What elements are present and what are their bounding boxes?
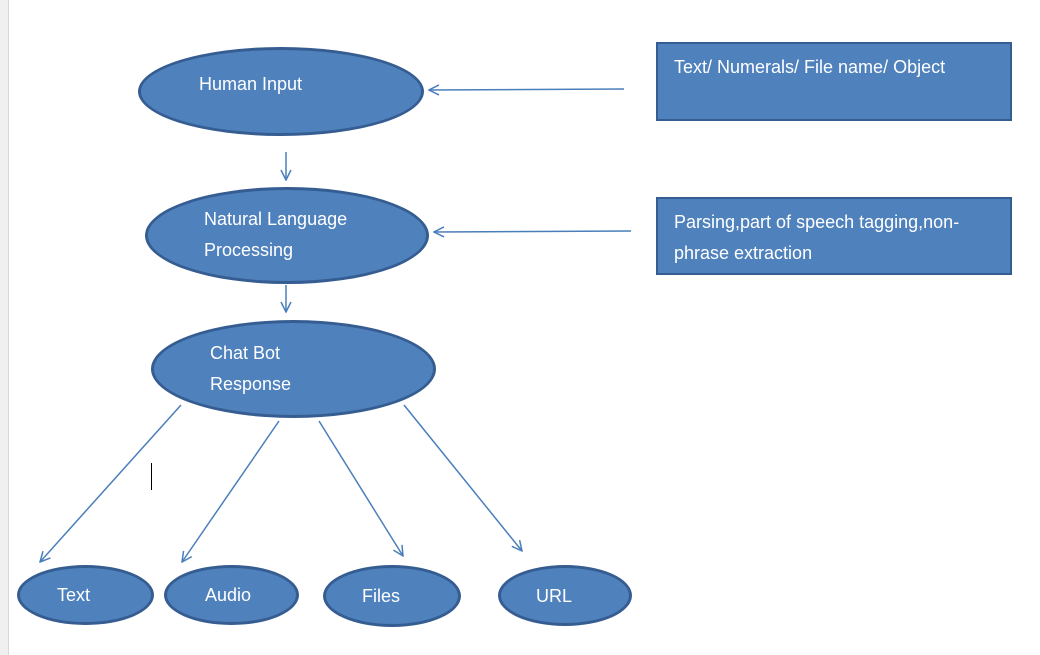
arrow-chatbot-to-files (318, 420, 403, 556)
human-input-label: Human Input (199, 74, 303, 94)
files-label: Files (362, 586, 401, 606)
nlp-steps-line1: Parsing,part of speech tagging,non- (674, 212, 960, 232)
text-label: Text (57, 585, 91, 605)
audio-label: Audio (205, 585, 252, 605)
url-label: URL (536, 586, 573, 606)
nlp-label-line2: Processing (204, 240, 294, 260)
arrow-chatbot-to-text (40, 404, 182, 562)
arrow-chatbot-to-url (403, 404, 522, 551)
chatbot-label-line2: Response (210, 374, 292, 394)
arrow-input-types-to-human-input (429, 89, 625, 90)
input-types-text: Text/ Numerals/ File name/ Object (674, 57, 946, 77)
chatbot-label-line1: Chat Bot (210, 343, 281, 363)
input-types-box[interactable]: Text/ Numerals/ File name/ Object (656, 42, 1012, 121)
nlp-steps-line2: phrase extraction (674, 243, 813, 263)
human-input-node[interactable]: Human Input (138, 47, 424, 136)
nlp-label-line1: Natural Language (204, 209, 348, 229)
arrow-nlp-steps-to-nlp (434, 231, 632, 232)
nlp-node[interactable]: Natural Language Processing (145, 187, 429, 284)
nlp-steps-box[interactable]: Parsing,part of speech tagging,non- phra… (656, 197, 1012, 275)
files-node[interactable]: Files (323, 565, 461, 627)
arrow-chatbot-to-audio (182, 420, 280, 562)
chatbot-response-node[interactable]: Chat Bot Response (151, 320, 436, 418)
audio-node[interactable]: Audio (164, 565, 299, 625)
text-cursor (151, 463, 152, 490)
text-node[interactable]: Text (17, 565, 154, 625)
document-left-margin (0, 0, 9, 655)
url-node[interactable]: URL (498, 565, 632, 626)
